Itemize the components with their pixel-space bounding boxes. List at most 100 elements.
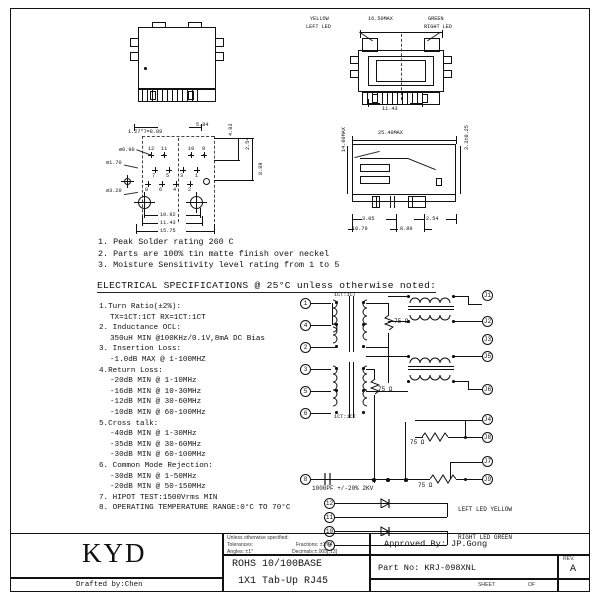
schematic-diagram: 1CT:1CT 1CT:1CT 1 4 2 3 5 6 8 bbox=[300, 290, 550, 551]
dim-1143-top: 11.43 bbox=[382, 106, 398, 112]
view-front-isometric bbox=[130, 22, 240, 122]
led-right-schem-label: RIGHT LED GREEN bbox=[458, 534, 513, 541]
tolerance-header: Unless otherwise specified: bbox=[227, 535, 289, 541]
choke-bottom-a bbox=[409, 357, 451, 364]
dim-1650max: 16.50MAX bbox=[368, 16, 393, 22]
title-block: KYD Drafted by:Chen Unless otherwise spe… bbox=[10, 533, 590, 592]
dim-1092: 10.92 bbox=[160, 212, 176, 218]
dim-584-label: 5.84 bbox=[196, 122, 209, 128]
approved-by-label: Approved By: JP.Gong bbox=[384, 539, 488, 549]
tolerance-line1-right: Fractions: ±1/64 bbox=[296, 542, 333, 548]
pad-label-6: 6 bbox=[159, 187, 163, 193]
company-logo: KYD bbox=[82, 538, 147, 568]
product-title-line1: ROHS 10/100BASE bbox=[232, 559, 323, 570]
sheet-label: SHEET bbox=[478, 582, 495, 588]
led-right-label: RIGHT LED bbox=[424, 24, 453, 30]
espec-item-10: -12dB MIN @ 30-60MHz bbox=[110, 398, 202, 407]
espec-item-9: -16dB MIN @ 10-30MHz bbox=[110, 387, 202, 396]
dim-pitch-label: 1.27*7=8.89 bbox=[128, 129, 163, 135]
electrical-specifications-list: 1.Turn Ratio(±2%): TX=1CT:1CT RX=1CT:1CT… bbox=[99, 302, 290, 514]
espec-item-20: 8. OPERATING TEMPERATURE RANGE:0°C TO 70… bbox=[99, 504, 291, 513]
led-left-diode-icon bbox=[380, 498, 391, 508]
capacitor-label: 1000PF +/-20% 2KV bbox=[312, 485, 374, 492]
pad-label-12: 12 bbox=[148, 146, 155, 152]
dim-254-fp: 2.54 bbox=[245, 137, 251, 150]
schem-led2-anode: 10 bbox=[324, 526, 335, 537]
espec-item-12: 5.Cross talk: bbox=[99, 419, 159, 428]
schem-led1-cathode: 11 bbox=[324, 512, 335, 523]
part-number-cell bbox=[370, 555, 558, 579]
schem-out-j7: J7 bbox=[482, 456, 493, 467]
coil-secondary-top bbox=[362, 299, 368, 341]
pad-label-7: 7 bbox=[152, 173, 156, 179]
schem-pin-6: 6 bbox=[300, 408, 311, 419]
coil-primary-top bbox=[332, 299, 338, 333]
rev-value: A bbox=[570, 564, 577, 575]
espec-item-7: 4.Return Loss: bbox=[99, 366, 163, 375]
view-side bbox=[352, 144, 460, 212]
schem-pin-2: 2 bbox=[300, 342, 311, 353]
schem-pin-5: 5 bbox=[300, 386, 311, 397]
pad-label-4: 4 bbox=[173, 187, 177, 193]
electrical-specifications-heading: ELECTRICAL SPECIFICATIONS @ 25°C unless … bbox=[97, 280, 437, 293]
capacitor-icon bbox=[324, 473, 331, 485]
espec-item-1: 1.Turn Ratio(±2%): bbox=[99, 303, 182, 311]
view-top bbox=[350, 30, 454, 105]
resistor-75ohm-mid bbox=[422, 432, 448, 442]
resistor-75ohm-mid2 bbox=[430, 474, 456, 484]
schem-pin-8: 8 bbox=[300, 474, 311, 485]
espec-item-8: -20dB MIN @ 1-10MHz bbox=[110, 377, 197, 386]
schem-out-j5: J5 bbox=[482, 351, 493, 362]
dim-483: 4.83 bbox=[228, 123, 234, 136]
schem-out-j2: J2 bbox=[482, 316, 493, 327]
dim-hole-170: ø1.70 bbox=[106, 160, 122, 166]
part-number-label: Part No: KRJ-098XNL bbox=[378, 563, 476, 573]
espec-item-6: -1.0dB MAX @ 1-100MHZ bbox=[110, 355, 206, 364]
logo-cell bbox=[10, 533, 223, 578]
resistor-label-mid2: 75 Ω bbox=[418, 482, 433, 489]
espec-item-18: -20dB MIN @ 50-150MHz bbox=[110, 483, 206, 492]
espec-item-19: 7. HIPOT TEST:1500Vrms MIN bbox=[99, 493, 218, 502]
of-label: OF bbox=[528, 582, 536, 588]
dim-hole-090: ø0.90 bbox=[119, 147, 135, 153]
pad-label-2: 2 bbox=[188, 187, 192, 193]
dim-254-side: 2.54 bbox=[426, 216, 439, 222]
resistor-label-bottom: 75 Ω bbox=[378, 386, 393, 393]
dim-889-fp: 8.89 bbox=[258, 162, 264, 175]
espec-item-3: 2. Inductance OCL: bbox=[99, 324, 182, 333]
note-3: 3. Moisture Sensitivity level rating fro… bbox=[98, 260, 340, 271]
xfmr-label-top: 1CT:1CT bbox=[334, 292, 356, 298]
schem-out-j4: J4 bbox=[482, 414, 493, 425]
led-left-label: LEFT LED bbox=[306, 24, 331, 30]
led-left-color-label: YELLOW bbox=[310, 16, 329, 22]
drafted-cell bbox=[10, 578, 223, 592]
pad-label-5: 5 bbox=[166, 173, 170, 179]
espec-item-5: 3. Insertion Loss: bbox=[99, 345, 182, 354]
schem-out-j8: J8 bbox=[482, 432, 493, 443]
coil-secondary-bottom bbox=[362, 365, 368, 407]
choke-bottom-b bbox=[409, 374, 451, 381]
pad-label-10: 10 bbox=[188, 146, 195, 152]
resistor-label-mid: 75 Ω bbox=[410, 439, 425, 446]
drafted-by-label: Drafted by:Chen bbox=[76, 581, 143, 589]
led-left-schem-label: LEFT LED YELLOW bbox=[458, 506, 513, 513]
tolerance-line1-left: Tolerances: bbox=[227, 542, 254, 548]
schem-pin-1: 1 bbox=[300, 298, 311, 309]
espec-item-13: -40dB MIN @ 1-30MHz bbox=[110, 430, 197, 439]
schem-pin-3: 3 bbox=[300, 364, 311, 375]
espec-item-16: 6. Common Mode Rejection: bbox=[99, 461, 213, 470]
note-1: 1. Peak Solder rating 260 C bbox=[98, 237, 234, 247]
espec-item-14: -35dB MIN @ 30-60MHz bbox=[110, 440, 202, 449]
choke-top-b bbox=[409, 314, 451, 321]
product-title-line2: 1X1 Tab-Up RJ45 bbox=[238, 576, 329, 587]
dim-305: 3.05 bbox=[362, 216, 375, 222]
coil-primary-top-2 bbox=[332, 326, 338, 344]
dim-1143: 11.43 bbox=[160, 220, 176, 226]
pad-label-8: 8 bbox=[145, 187, 149, 193]
dim-2540max: 25.40MAX bbox=[378, 130, 403, 136]
approved-by-cell bbox=[370, 533, 590, 555]
rev-cell bbox=[558, 555, 590, 579]
pad-label-9: 9 bbox=[202, 146, 206, 152]
schem-out-j6: J6 bbox=[482, 384, 493, 395]
